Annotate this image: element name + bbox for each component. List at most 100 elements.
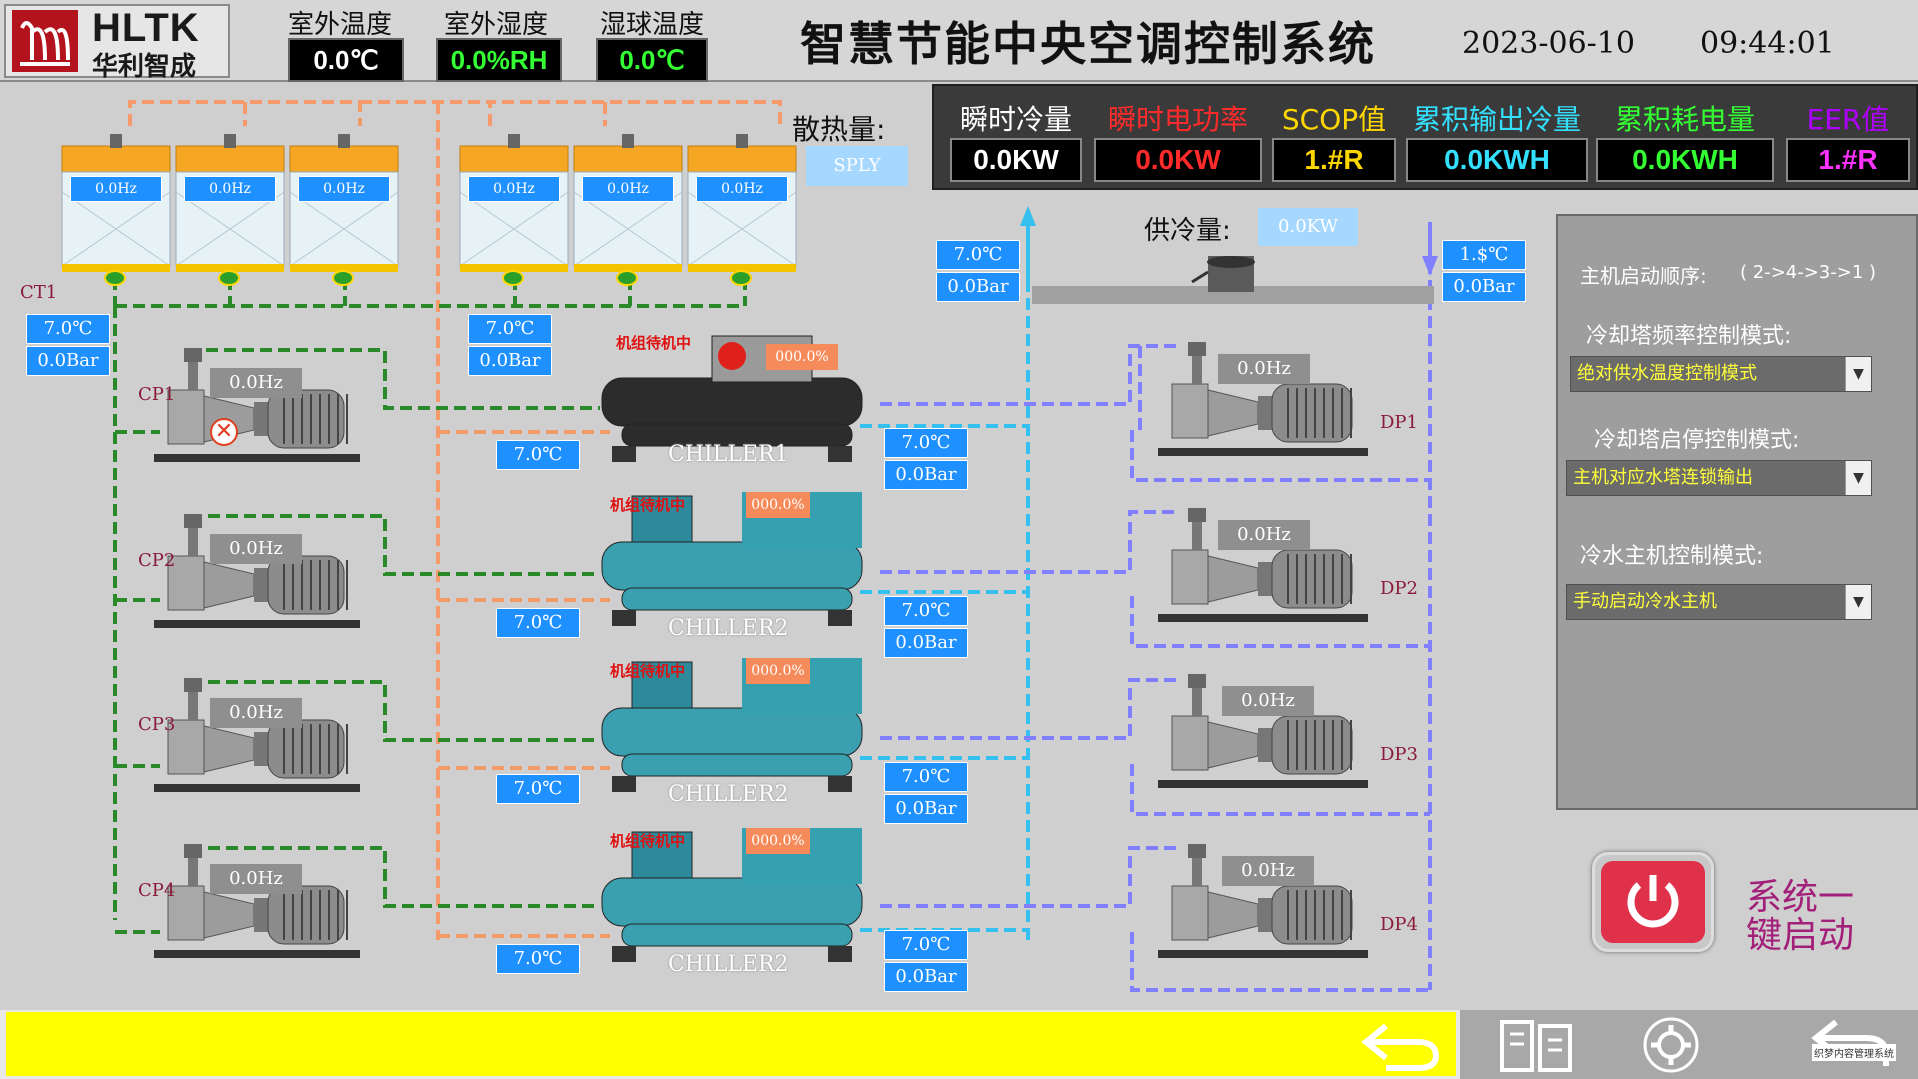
cooling-pump-label: CP1 xyxy=(138,384,176,405)
cooling-supply-label: 供冷量: xyxy=(1144,216,1231,246)
chiller-cw-temp: 7.0℃ xyxy=(496,944,580,974)
outdoor-humidity-value: 0.0%RH xyxy=(436,38,562,82)
tower-freq: 0.0Hz xyxy=(184,176,276,202)
fault-x-icon: ✕ xyxy=(210,418,238,446)
tower-valve-icon[interactable] xyxy=(104,270,126,286)
gear-icon[interactable] xyxy=(1626,1016,1716,1074)
chilled-pump-label: DP4 xyxy=(1380,914,1418,935)
metric-label: 瞬时电功率 xyxy=(1107,103,1248,136)
cooling-tower[interactable] xyxy=(288,132,400,280)
chiller-chw-pressure: 0.0Bar xyxy=(884,962,968,992)
metric-label: 累积耗电量 xyxy=(1614,103,1755,136)
date-display: 2023-06-10 xyxy=(1462,26,1635,61)
chilled-pump-label: DP2 xyxy=(1380,578,1418,599)
chiller-unit-screw[interactable] xyxy=(592,328,882,464)
chiller-chw-pressure: 0.0Bar xyxy=(884,794,968,824)
heat-rejection-label: 散热量: xyxy=(792,113,886,146)
metric-value: 1.#R xyxy=(1786,138,1910,182)
chilled-pump[interactable] xyxy=(1148,506,1378,626)
back-arrow-icon[interactable] xyxy=(1356,1016,1446,1074)
chiller-ctrl-mode-select[interactable]: 手动启动冷水主机 ▼ xyxy=(1566,584,1872,620)
cooling-tower[interactable] xyxy=(572,132,684,280)
tower-freq-mode-value: 绝对供水温度控制模式 xyxy=(1577,363,1757,384)
time-display: 09:44:01 xyxy=(1700,26,1835,61)
chilled-pump[interactable] xyxy=(1148,842,1378,962)
cooling-pump-freq: 0.0Hz xyxy=(210,698,302,728)
chiller-status: 机组待机中 xyxy=(610,662,686,680)
metric-label: 瞬时冷量 xyxy=(959,103,1072,136)
chilled-pump[interactable] xyxy=(1148,672,1378,792)
cooling-pump-freq: 0.0Hz xyxy=(210,534,302,564)
chw-supply-main-temp: 7.0℃ xyxy=(936,240,1020,270)
chiller-load: 000.0% xyxy=(746,658,810,684)
tower-startstop-mode-select[interactable]: 主机对应水塔连锁输出 ▼ xyxy=(1566,460,1872,496)
chiller-status: 机组待机中 xyxy=(610,496,686,514)
cooling-pump[interactable] xyxy=(144,346,370,466)
chiller-load: 000.0% xyxy=(746,828,810,854)
cooling-supply-value: 0.0KW xyxy=(1258,208,1358,246)
cw-mid-temp: 7.0℃ xyxy=(468,314,552,344)
chw-return-main-pressure: 0.0Bar xyxy=(1442,272,1526,302)
one-key-start-line1: 系统一 xyxy=(1746,877,1855,918)
metric-label: 累积输出冷量 xyxy=(1412,103,1581,136)
metric-value: 1.#R xyxy=(1272,138,1396,182)
chiller-chw-temp: 7.0℃ xyxy=(884,428,968,458)
one-key-start-button[interactable] xyxy=(1592,852,1714,952)
tower-startstop-mode-value: 主机对应水塔连锁输出 xyxy=(1573,467,1753,488)
cooling-tower[interactable] xyxy=(458,132,570,280)
manual-book-icon[interactable] xyxy=(1492,1016,1582,1074)
cooling-tower[interactable] xyxy=(174,132,286,280)
alarm-message-bar xyxy=(6,1012,1456,1076)
tower-valve-icon[interactable] xyxy=(730,270,752,286)
tower-valve-icon[interactable] xyxy=(332,270,354,286)
cw-main-pressure: 0.0Bar xyxy=(26,346,110,376)
cooling-pump[interactable] xyxy=(144,842,370,962)
tower-valve-icon[interactable] xyxy=(502,270,524,286)
cooling-pump[interactable] xyxy=(144,512,370,632)
chevron-down-icon[interactable]: ▼ xyxy=(1845,585,1871,619)
one-key-start-line2: 键启动 xyxy=(1746,915,1855,956)
cooling-pump-freq: 0.0Hz xyxy=(210,368,302,398)
cooling-tower[interactable] xyxy=(60,132,172,280)
tower-valve-icon[interactable] xyxy=(616,270,638,286)
tower-freq: 0.0Hz xyxy=(468,176,560,202)
chiller-chw-pressure: 0.0Bar xyxy=(884,460,968,490)
chevron-down-icon[interactable]: ▼ xyxy=(1845,461,1871,495)
chilled-pump-freq: 0.0Hz xyxy=(1222,856,1314,886)
metric-label: EER值 xyxy=(1806,103,1890,136)
tower-group-label: CT1 xyxy=(20,282,58,303)
cooling-pump[interactable] xyxy=(144,676,370,796)
chw-supply-main-pressure: 0.0Bar xyxy=(936,272,1020,302)
chilled-pump-freq: 0.0Hz xyxy=(1222,686,1314,716)
outdoor-temp-value: 0.0℃ xyxy=(288,38,404,82)
chiller-status: 机组待机中 xyxy=(610,832,686,850)
chiller-load: 000.0% xyxy=(746,492,810,518)
chiller-unit-centrifugal[interactable] xyxy=(592,658,882,798)
chiller-cw-temp: 7.0℃ xyxy=(496,774,580,804)
chilled-pump-label: DP1 xyxy=(1380,412,1418,433)
cw-main-temp: 7.0℃ xyxy=(26,314,110,344)
chilled-pump[interactable] xyxy=(1148,340,1378,460)
chiller-name: CHILLER2 xyxy=(668,952,789,977)
heat-rejection-value: SPLY xyxy=(806,146,908,186)
tower-valve-icon[interactable] xyxy=(218,270,240,286)
chw-return-main-temp: 1.$℃ xyxy=(1442,240,1526,270)
metric-value: 0.0KW xyxy=(1094,138,1262,182)
chiller-chw-temp: 7.0℃ xyxy=(884,762,968,792)
chevron-down-icon[interactable]: ▼ xyxy=(1845,357,1871,391)
start-order-value: ( 2->4->3->1 ) xyxy=(1740,262,1877,283)
cooling-tower[interactable] xyxy=(686,132,798,280)
chilled-pump-freq: 0.0Hz xyxy=(1218,354,1310,384)
power-icon xyxy=(1601,861,1705,943)
chilled-pump-freq: 0.0Hz xyxy=(1218,520,1310,550)
tower-freq: 0.0Hz xyxy=(696,176,788,202)
chilled-pump-label: DP3 xyxy=(1380,744,1418,765)
cooling-pump-label: CP4 xyxy=(138,880,176,901)
chiller-name: CHILLER1 xyxy=(668,442,789,467)
chiller-chw-pressure: 0.0Bar xyxy=(884,628,968,658)
chiller-ctrl-mode-value: 手动启动冷水主机 xyxy=(1573,591,1717,612)
tower-freq-mode-select[interactable]: 绝对供水温度控制模式 ▼ xyxy=(1570,356,1872,392)
control-mode-panel xyxy=(1556,214,1918,810)
logo-text-cn: 华利智成 xyxy=(92,52,197,82)
wetbulb-temp-value: 0.0℃ xyxy=(596,38,708,82)
